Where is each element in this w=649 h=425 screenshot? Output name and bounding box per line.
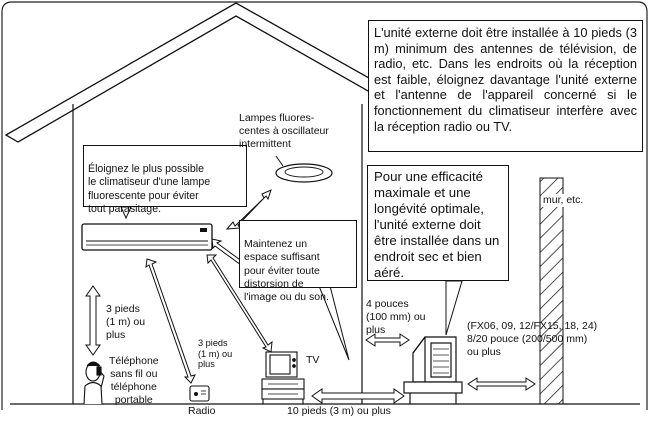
note-space-text: Maintenez un espace suffisant pour évite… [244, 238, 329, 304]
arrow-unit-radio [145, 258, 196, 384]
arrow-ten-feet [311, 388, 405, 404]
hatched-wall-icon [539, 177, 564, 405]
ceiling-lamp-icon [275, 163, 333, 183]
arrow-unit-tv [206, 254, 273, 353]
tv-label: TV [306, 354, 320, 366]
person-phone-icon [83, 361, 105, 405]
radio-icon [189, 385, 210, 402]
fluorescent-callout-pointer [120, 206, 132, 220]
note-antenna-distance: L'unité externe doit être installée à 10… [368, 20, 643, 152]
arrow-unit-lamp [225, 189, 272, 230]
ten-feet-label: 10 pieds (3 m) ou plus [287, 405, 391, 417]
indoor-unit-icon [81, 223, 213, 251]
outdoor-callout-pointer [445, 280, 463, 336]
wall-label: mur, etc. [542, 194, 585, 207]
phone-label: Téléphone sans fil ou téléphone portable [109, 355, 159, 406]
note-space: Maintenez un espace suffisant pour évite… [239, 220, 357, 303]
outdoor-unit-icon [403, 336, 463, 404]
note-outdoor: Pour une efficacité maximale et une long… [367, 165, 509, 281]
lamp-label-pointer [275, 155, 284, 167]
four-inches-label: 4 pouces (100 mm) ou plus [366, 298, 426, 336]
radio-distance-label: 3 pieds (1 m) ou plus [198, 338, 233, 369]
lamp-label: Lampes fluores- centes à oscillateur int… [239, 112, 329, 150]
models-clearance-label: (FX06, 09, 12/FX15, 18, 24) 8/20 pouce (… [467, 320, 598, 358]
note-antenna-distance-text: L'unité externe doit être installée à 10… [374, 25, 637, 134]
note-fluorescent-text: Éloignez le plus possible le climatiseur… [88, 163, 211, 215]
radio-label: Radio [188, 405, 216, 417]
note-fluorescent: Éloignez le plus possible le climatiseur… [83, 145, 247, 215]
phone-distance-label: 3 pieds (1 m) ou plus [106, 303, 146, 341]
note-outdoor-text: Pour une efficacité maximale et une long… [374, 169, 500, 280]
arrow-to-wall [467, 377, 536, 391]
frame [1, 1, 648, 410]
arrow-phone-vertical [85, 285, 101, 356]
arrow-four-inches [365, 333, 410, 347]
tv-icon [261, 351, 305, 404]
